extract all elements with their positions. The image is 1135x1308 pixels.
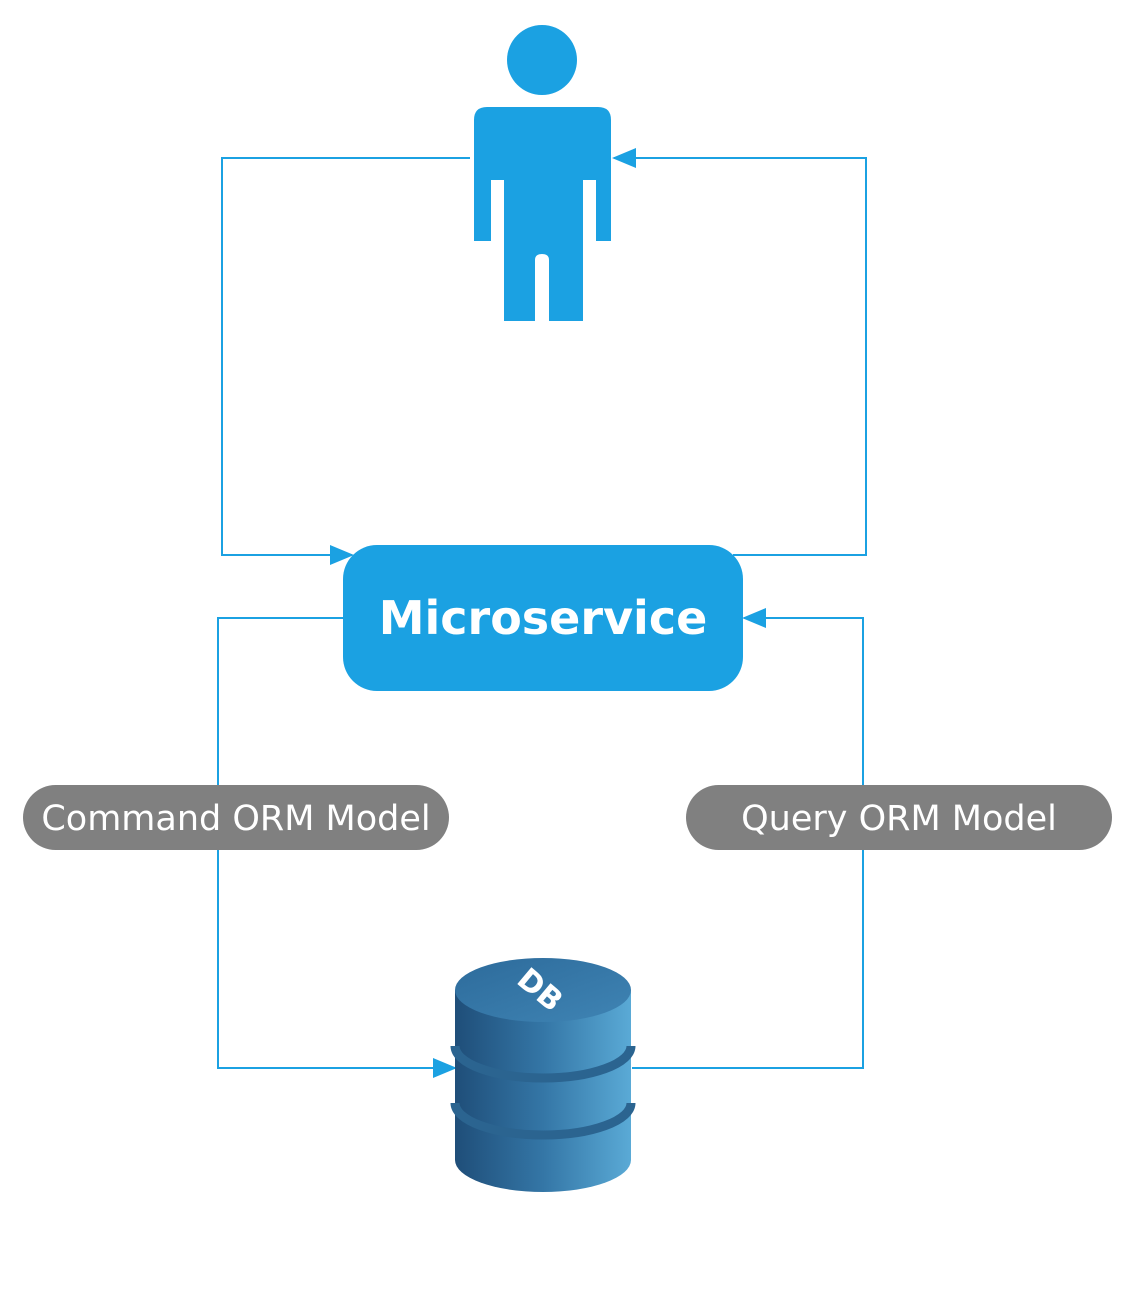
- command-orm-model-pill[interactable]: [23, 785, 449, 850]
- database-icon[interactable]: DB: [450, 958, 636, 1192]
- connector-microservice-to-user: [612, 148, 867, 556]
- connector-user-to-microservice: [221, 157, 470, 565]
- microservice-label: Microservice: [379, 591, 708, 645]
- microservice-box[interactable]: [343, 545, 743, 691]
- query-orm-model[interactable]: Query ORM Model: [686, 785, 1112, 850]
- user-head: [507, 25, 577, 95]
- user-icon: [474, 25, 611, 321]
- database-ring-1: [450, 1045, 636, 1083]
- command-orm-model[interactable]: Command ORM Model: [23, 785, 449, 850]
- database-ring-2: [450, 1102, 636, 1140]
- query-orm-model-label: Query ORM Model: [741, 799, 1057, 839]
- user-body: [474, 107, 611, 321]
- command-orm-model-label: Command ORM Model: [41, 799, 430, 839]
- query-orm-model-pill[interactable]: [686, 785, 1112, 850]
- microservice-node[interactable]: Microservice: [343, 545, 743, 691]
- database-body: [455, 990, 631, 1192]
- database-top: [455, 958, 631, 1022]
